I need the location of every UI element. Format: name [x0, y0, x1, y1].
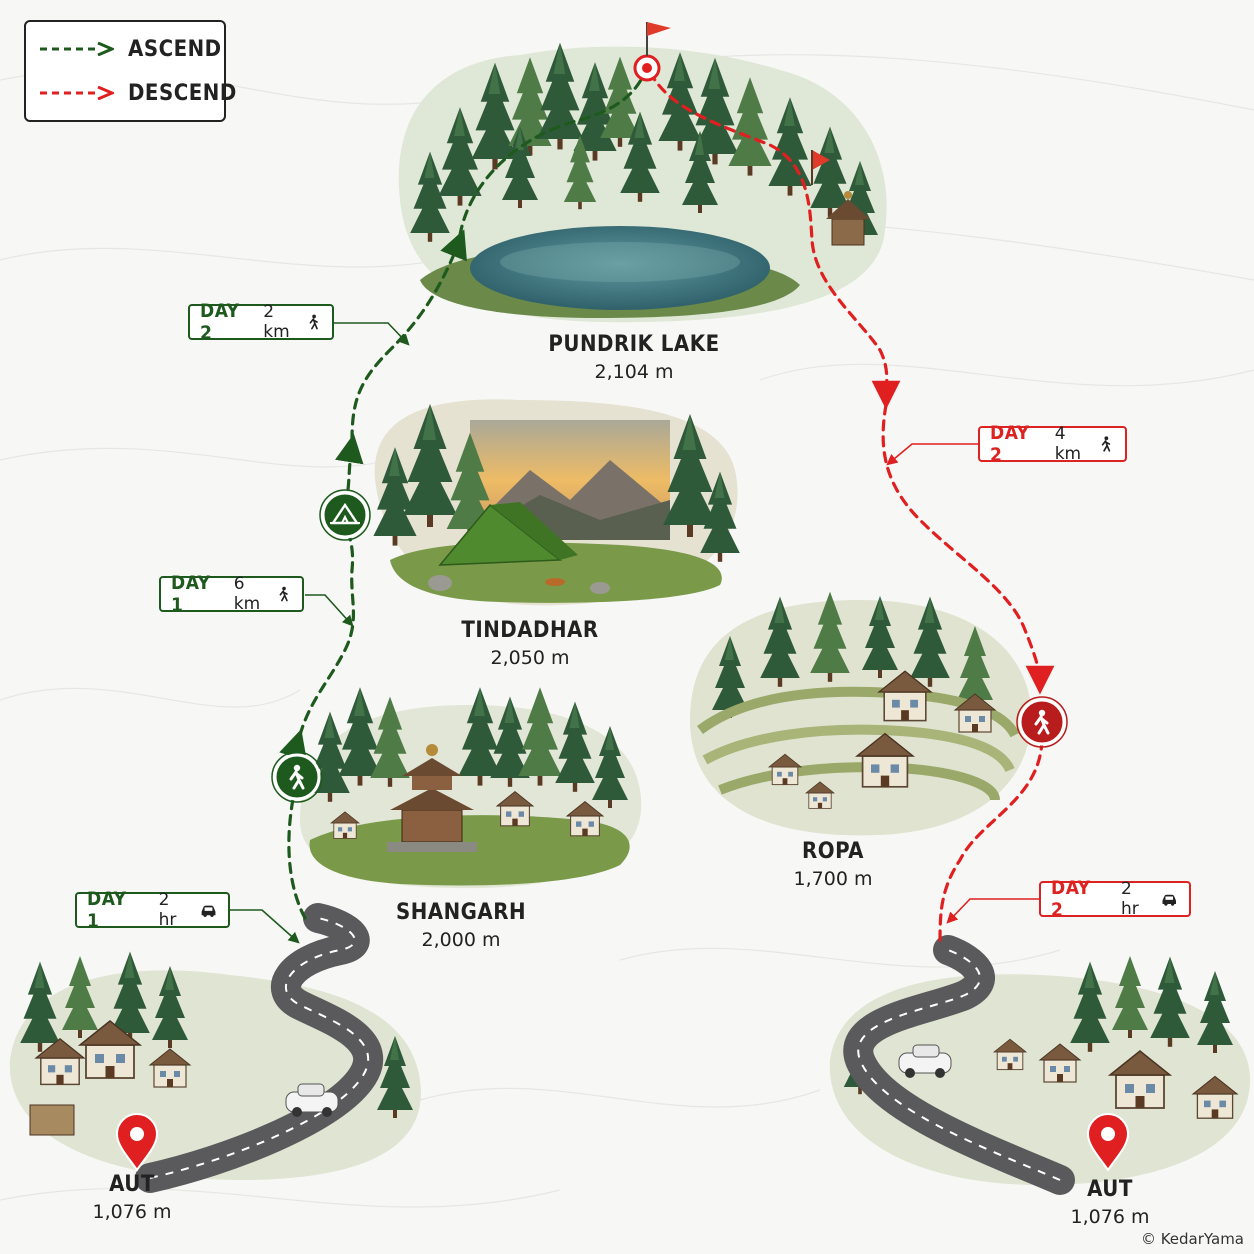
location-name: TINDADHAR	[461, 618, 599, 643]
pundrik-lake-illustration	[398, 42, 887, 323]
badge-distance: 2 hr	[1121, 879, 1139, 919]
badge-day: DAY 2	[990, 422, 1030, 466]
ascend-line-icon	[40, 42, 114, 56]
badge-leader-lines	[230, 322, 1040, 944]
badge-day: DAY 2	[1051, 877, 1091, 921]
location-altitude: 1,076 m	[1070, 1206, 1150, 1228]
hiker-icon	[1102, 436, 1111, 452]
badge-day: DAY 2	[200, 300, 240, 344]
location-altitude: 1,076 m	[92, 1201, 172, 1223]
badge-distance: 6 km	[233, 574, 261, 614]
aut-end-illustration	[829, 935, 1250, 1195]
location-ropa: ROPA 1,700 m	[794, 839, 873, 890]
legend: ASCEND DESCEND	[24, 20, 236, 122]
badge-day2-trek-up: DAY 2 2 km	[188, 300, 334, 344]
tindadhar-tent-marker	[319, 489, 371, 541]
location-altitude: 2,050 m	[490, 647, 570, 669]
badge-day: DAY 1	[87, 888, 127, 932]
shangarh-hiker-marker	[271, 751, 323, 803]
location-pin-icon	[1086, 1113, 1130, 1172]
legend-ascend: ASCEND	[38, 34, 222, 64]
summit-flag-marker	[633, 22, 671, 82]
aut-start-pin	[115, 1113, 159, 1172]
location-aut-start: AUT 1,076 m	[93, 1172, 172, 1223]
badge-day: DAY 1	[171, 572, 211, 616]
location-name: AUT	[109, 1172, 155, 1197]
aut-start-illustration	[9, 903, 421, 1193]
car-icon	[201, 905, 216, 917]
legend-descend: DESCEND	[38, 78, 237, 108]
location-name: AUT	[1087, 1177, 1133, 1202]
tent-icon	[330, 502, 360, 525]
badge-distance: 4 km	[1054, 424, 1082, 464]
legend-ascend-label: ASCEND	[128, 36, 222, 62]
location-tindadhar: TINDADHAR 2,050 m	[461, 618, 598, 669]
tindadhar-illustration	[373, 399, 740, 606]
badge-day1-drive: DAY 1 2 hr	[75, 888, 230, 932]
location-altitude: 2,000 m	[421, 929, 501, 951]
location-shangarh: SHANGARH 2,000 m	[396, 900, 526, 951]
flag-icon	[646, 22, 671, 56]
location-pin-icon	[115, 1113, 159, 1172]
badge-day1-trek: DAY 1 6 km	[159, 572, 304, 616]
ropa-illustration	[690, 591, 1032, 836]
badge-distance: 2 km	[263, 302, 290, 342]
location-name: SHANGARH	[395, 900, 527, 925]
badge-distance: 2 hr	[158, 890, 177, 930]
location-name: ROPA	[802, 839, 864, 864]
aut-end-pin	[1086, 1113, 1130, 1172]
location-aut-end: AUT 1,076 m	[1071, 1177, 1150, 1228]
descend-route	[648, 70, 1055, 947]
credit-text: © KedarYama	[1140, 1230, 1244, 1248]
hiker-icon	[279, 586, 288, 602]
location-altitude: 1,700 m	[793, 868, 873, 890]
ropa-hiker-marker	[1016, 696, 1068, 748]
hiker-icon	[309, 314, 318, 330]
shangarh-illustration	[300, 687, 642, 889]
car-icon	[1163, 894, 1177, 906]
location-name: PUNDRIK LAKE	[548, 332, 720, 357]
badge-day2-trek-down: DAY 2 4 km	[978, 422, 1127, 466]
location-altitude: 2,104 m	[594, 361, 674, 383]
badge-day2-drive: DAY 2 2 hr	[1039, 877, 1191, 921]
legend-descend-label: DESCEND	[128, 80, 237, 106]
location-pundrik-lake: PUNDRIK LAKE 2,104 m	[548, 332, 719, 383]
descend-line-icon	[40, 86, 114, 100]
